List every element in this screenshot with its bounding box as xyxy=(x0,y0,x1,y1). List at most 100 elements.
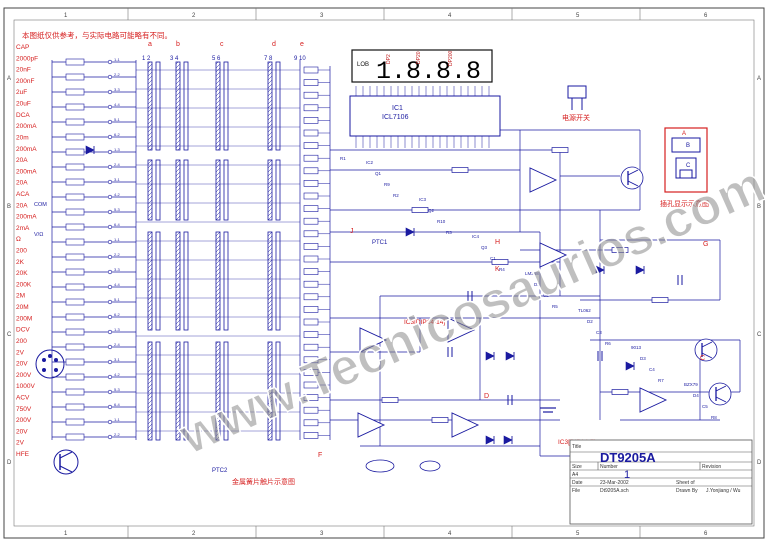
component-tag: IC4 xyxy=(472,234,480,239)
column-number: 4 xyxy=(448,13,452,19)
column-number: 5 xyxy=(576,13,580,19)
component-tag: C5 xyxy=(702,404,708,409)
switch-contact-label: 6-2 xyxy=(114,132,121,137)
switch-contact-label: 2-2 xyxy=(114,252,121,257)
component-tag: Q1 xyxy=(375,171,382,176)
range-label: 2mA xyxy=(16,225,30,232)
component-tag: D3 xyxy=(640,356,646,361)
range-label: 2000pF xyxy=(16,55,38,62)
lcd-dp2: DP2 xyxy=(386,54,392,64)
range-label: Ω xyxy=(16,236,21,243)
range-label: 1000V xyxy=(16,383,35,390)
range-label: DCA xyxy=(16,112,30,119)
ic1-icl7106: IC1 ICL7106 xyxy=(349,86,501,148)
row-letter: D xyxy=(757,460,762,466)
range-label: 2uF xyxy=(16,89,27,96)
component-tag: R4 xyxy=(499,267,505,272)
switch-contact-label: 5-1 xyxy=(114,297,121,302)
com-jack-label: COM xyxy=(34,202,47,208)
range-label: 20nF xyxy=(16,67,31,74)
hfe-socket xyxy=(35,349,65,379)
switch-contact-label: 3-1 xyxy=(114,357,121,362)
lcd-digits: 1.8.8.8 xyxy=(376,57,481,86)
svg-text:C: C xyxy=(686,163,691,169)
range-label: 20A xyxy=(16,157,28,164)
range-label: 20V xyxy=(16,361,28,368)
switch-contact-label: 4-2 xyxy=(114,372,121,377)
component-tag: R3 xyxy=(446,230,452,235)
lcd-dp200: DP200 xyxy=(448,50,454,66)
switch-contact-label: 4-4 xyxy=(114,102,121,107)
range-label: 20A xyxy=(16,202,28,209)
row-letter: C xyxy=(757,332,762,338)
component-tag: LM358 xyxy=(525,271,539,276)
title-block: Title DT9205A Size A4 Number 1 Revision … xyxy=(569,439,753,525)
component-tag: TL062 xyxy=(578,308,591,313)
component-tag: C4 xyxy=(649,367,655,372)
resistor-ladder: 1-12-23-34-45-16-21-32-43-14-25-36-41-12… xyxy=(51,57,137,441)
node-j: J xyxy=(350,228,354,235)
component-tag: IC3 xyxy=(419,197,427,202)
component-tag: C1 xyxy=(490,256,496,261)
switch-contact-label: 2-4 xyxy=(114,342,121,347)
bus-letter: b xyxy=(176,41,180,48)
switch-contact-label: 2-2 xyxy=(114,432,121,437)
range-labels: CAP2000pF20nF200nF2uF20uFDCA200mA20m200m… xyxy=(16,44,38,458)
range-label: 2V xyxy=(16,440,25,447)
switch-pin-label: 3 4 xyxy=(170,56,179,62)
node-k: K xyxy=(495,266,500,273)
component-tag: IC2 xyxy=(366,160,374,165)
op-amps xyxy=(357,167,668,438)
bus-letter: e xyxy=(300,41,304,48)
component-tag: R2 xyxy=(393,193,399,198)
tb-revision-label: Revision xyxy=(702,464,721,470)
component-tag: C2 xyxy=(543,293,549,298)
range-label: 750V xyxy=(16,406,32,413)
switch-pin-label: 7 8 xyxy=(264,56,273,62)
switch-contact-label: 1-1 xyxy=(114,417,121,422)
component-tag: C3 xyxy=(596,330,602,335)
power-switch-label: 电源开关 xyxy=(562,113,590,122)
lcd-display: LOB 1.8.8.8 DP2 DP20 DP200 xyxy=(351,49,493,86)
column-number: 2 xyxy=(192,13,196,19)
range-label: 20m xyxy=(16,134,29,141)
tb-date-label: Date xyxy=(572,480,583,486)
switch-contact-label: 1-3 xyxy=(114,327,121,332)
component-tag: R8 xyxy=(711,415,717,420)
rotary-switch-strips xyxy=(136,61,300,441)
node-g: G xyxy=(703,241,708,248)
component-tag: 9013 xyxy=(631,345,642,350)
tb-sheet-label: Sheet of xyxy=(676,480,695,486)
tb-drawn-label: Drawn By xyxy=(676,488,698,494)
column-number: 1 xyxy=(64,13,68,19)
lcd-dp20: DP20 xyxy=(416,51,422,64)
jack-a: A xyxy=(682,131,686,137)
row-letter: B xyxy=(757,204,761,210)
switch-contact-label: 4-2 xyxy=(114,192,121,197)
contact-diagram-label: 金属簧片触片示意图 xyxy=(232,477,295,486)
range-label: 2K xyxy=(16,259,25,266)
range-label: 200 xyxy=(16,248,27,255)
switch-contact-label: 5-1 xyxy=(114,117,121,122)
component-tag: R10 xyxy=(437,219,446,224)
range-label: 20K xyxy=(16,270,28,277)
range-label: 200mA xyxy=(16,168,37,175)
tb-date: 23-Mar-2002 xyxy=(600,480,629,486)
tb-number-label: Number xyxy=(600,464,618,470)
range-label: ACA xyxy=(16,191,30,198)
tb-drawn: J.Yonjiang / Wu xyxy=(706,488,741,494)
column-number: 3 xyxy=(320,13,324,19)
node-c: C xyxy=(700,355,705,362)
column-number: 3 xyxy=(320,531,324,537)
switch-contact-label: 5-3 xyxy=(114,387,121,392)
ic1-part: ICL7106 xyxy=(382,114,409,121)
bus-letter: c xyxy=(220,41,224,48)
sheet-note: 本图纸仅供参考，与实际电路可能略有不同。 xyxy=(22,30,172,40)
ic1-label: IC1 xyxy=(392,105,403,112)
vohm-jack-label: V/Ω xyxy=(34,232,43,238)
range-label: 200V xyxy=(16,372,32,379)
component-tag: Q2 xyxy=(428,208,435,213)
